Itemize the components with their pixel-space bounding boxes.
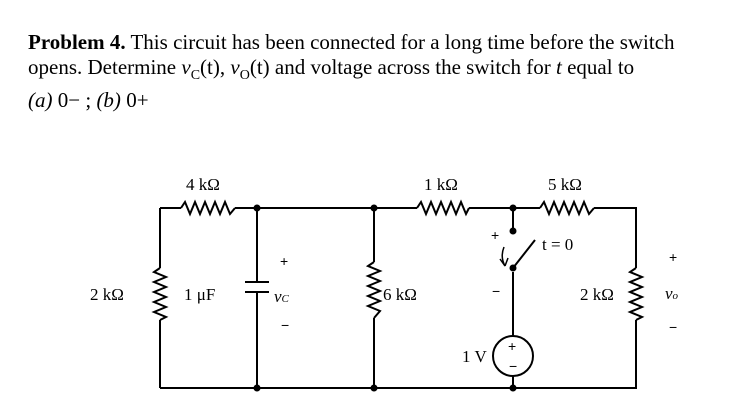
junction-dots [253, 204, 517, 392]
switch [499, 227, 536, 272]
resistor-left-2k [151, 267, 169, 321]
out-minus-sign: − [669, 319, 677, 335]
out-voltage-sub: o [673, 290, 679, 302]
out-voltage-symbol: v [665, 284, 673, 303]
vo-symbol: v [230, 55, 240, 79]
vc-subscript: C [190, 68, 201, 84]
out-plus-sign: + [669, 249, 677, 265]
out-voltage-label: vo [665, 284, 679, 303]
resistor-right-label: 2 kΩ [580, 285, 614, 304]
problem-text-4: equal to [561, 55, 635, 79]
vo-time-arg: (t) [249, 55, 270, 79]
cap-minus-sign: − [281, 317, 289, 333]
part-b-label: (b) [96, 88, 121, 113]
resistor-right-2k [627, 267, 645, 321]
part-a-value: 0− ; [52, 88, 97, 113]
vo-subscript: O [239, 68, 250, 84]
switch-minus-sign: − [492, 283, 500, 299]
resistor-top-left-label: 4 kΩ [186, 175, 220, 194]
part-b-value: 0+ [120, 88, 149, 113]
resistor-top-right-label: 5 kΩ [548, 175, 582, 194]
separator: , [219, 55, 231, 79]
problem-text-1: This circuit has been connected for a lo… [130, 30, 675, 54]
resistor-middle-label: 6 kΩ [383, 285, 417, 304]
vc-time-arg: (t) [200, 55, 220, 79]
capacitor-label: 1 μF [184, 285, 215, 304]
voltage-source: + − [492, 335, 534, 377]
resistor-top-middle-1k [416, 199, 470, 217]
switch-plus-sign: + [491, 227, 499, 243]
resistor-middle-6k [365, 261, 383, 319]
part-a-label: (a) [28, 88, 53, 113]
problem-line-2: opens. Determine vC(t), vO(t) and voltag… [28, 55, 728, 88]
circuit-wires [159, 207, 637, 389]
t-symbol: t [556, 55, 562, 79]
resistor-top-middle-label: 1 kΩ [424, 175, 458, 194]
problem-heading: Problem 4. [28, 30, 126, 54]
capacitor [245, 281, 269, 293]
source-minus-sign: − [509, 358, 517, 374]
source-label: 1 V [462, 347, 487, 366]
problem-line-1: Problem 4. This circuit has been connect… [28, 30, 728, 55]
problem-line-3: (a) 0− ; (b) 0+ [28, 88, 728, 113]
cap-plus-sign: + [280, 253, 288, 269]
switch-label: t = 0 [542, 235, 573, 254]
cap-voltage-sub: C [282, 293, 290, 305]
vc-symbol: v [181, 55, 191, 79]
resistor-top-right-5k [539, 199, 595, 217]
problem-statement: Problem 4. This circuit has been connect… [28, 30, 728, 113]
cap-voltage-label: vC [274, 287, 290, 306]
problem-text-2: opens. Determine [28, 55, 182, 79]
cap-voltage-symbol: v [274, 287, 282, 306]
source-plus-sign: + [508, 338, 516, 354]
resistor-top-left-4k [180, 199, 236, 217]
problem-text-3: and voltage across the switch for [269, 55, 556, 79]
resistor-left-label: 2 kΩ [90, 285, 124, 304]
